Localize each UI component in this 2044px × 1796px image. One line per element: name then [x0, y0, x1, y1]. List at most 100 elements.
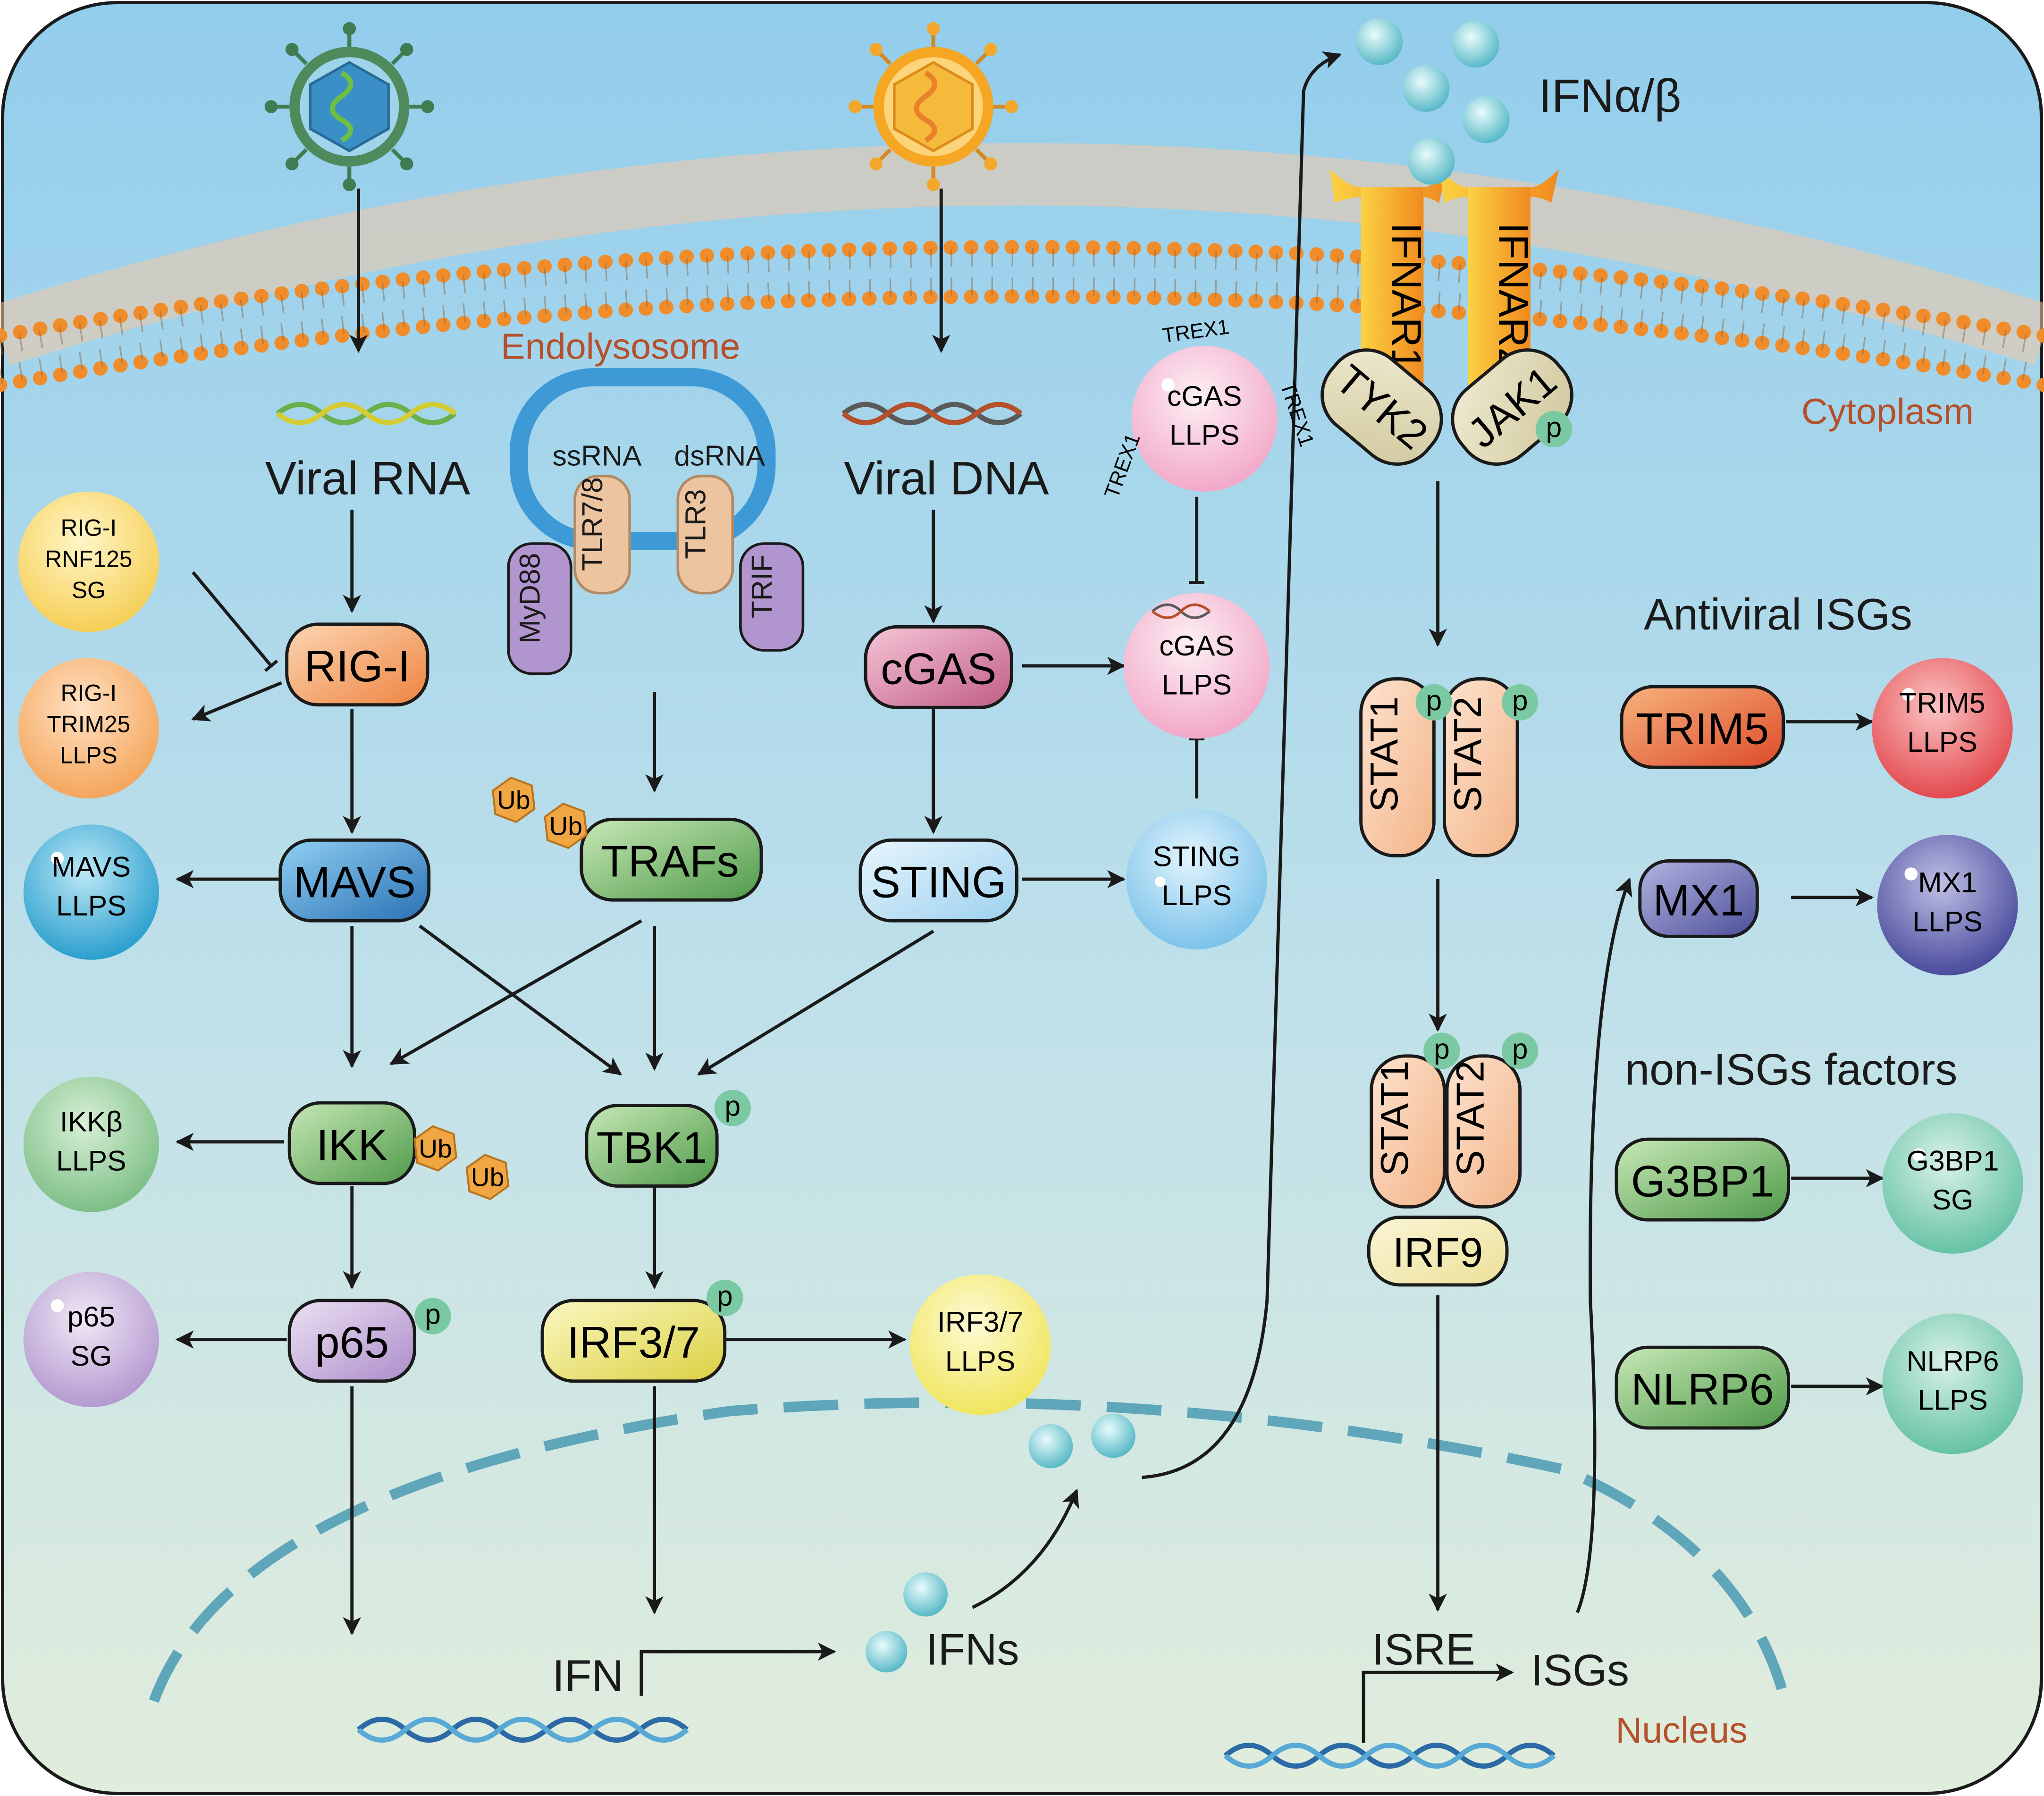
sting-protein: STING — [858, 838, 1018, 923]
svg-text:MyD88: MyD88 — [513, 553, 546, 644]
svg-text:STING: STING — [1153, 840, 1241, 873]
svg-text:LLPS: LLPS — [56, 890, 126, 922]
svg-text:p65: p65 — [67, 1301, 115, 1333]
svg-text:cGAS: cGAS — [1159, 629, 1234, 662]
isre-dna-icon — [1223, 1743, 1556, 1769]
cgas-protein: cGAS — [864, 625, 1013, 709]
svg-text:RIG-I: RIG-I — [304, 641, 410, 691]
stat1-stat2-dimer-upper: STAT1 STAT2 — [1359, 677, 1519, 857]
p65-protein: p65 — [287, 1299, 416, 1383]
svg-text:SG: SG — [1932, 1183, 1974, 1216]
svg-text:RIG-I: RIG-I — [60, 515, 117, 541]
svg-text:p: p — [425, 1298, 441, 1330]
svg-text:STAT2: STAT2 — [1446, 697, 1489, 812]
ifn-gene-dna-icon — [356, 1716, 689, 1743]
svg-text:STAT1: STAT1 — [1362, 697, 1406, 812]
svg-text:TLR7/8: TLR7/8 — [576, 477, 608, 571]
svg-text:G3BP1: G3BP1 — [1907, 1144, 1999, 1176]
ifn-beads — [866, 18, 1510, 1673]
trim5-protein: TRIM5 — [1620, 685, 1785, 769]
trim5-llps-condensate: TRIM5 LLPS — [1872, 658, 2013, 799]
irf9-protein: IRF9 — [1367, 1216, 1509, 1287]
p65-sg-condensate: p65 SG — [23, 1272, 159, 1407]
p65-phospho-badge — [414, 1298, 451, 1334]
non-isgs-label: non-ISGs factors — [1625, 1045, 1958, 1094]
svg-text:SG: SG — [72, 577, 106, 604]
cgas-llps-dna-condensate: cGAS LLPS — [1123, 593, 1270, 739]
svg-text:TRIM5: TRIM5 — [1636, 704, 1769, 754]
svg-text:IRF3/7: IRF3/7 — [567, 1318, 700, 1367]
svg-text:p65: p65 — [315, 1318, 389, 1367]
myd88-adapter: MyD88 — [507, 542, 572, 675]
svg-text:Ub: Ub — [549, 811, 582, 840]
g3bp1-sg-condensate: G3BP1 SG — [1882, 1113, 2023, 1254]
svg-text:G3BP1: G3BP1 — [1631, 1157, 1774, 1206]
svg-text:STAT2: STAT2 — [1448, 1061, 1492, 1176]
g3bp1-protein: G3BP1 — [1615, 1137, 1791, 1222]
dsrna-label: dsRNA — [674, 440, 765, 472]
svg-text:MX1: MX1 — [1918, 866, 1977, 898]
svg-text:IKK: IKK — [316, 1120, 387, 1169]
svg-text:p: p — [1426, 684, 1442, 716]
sting-llps-condensate: STING LLPS — [1126, 809, 1267, 949]
svg-text:cGAS: cGAS — [881, 644, 996, 694]
svg-text:Ub: Ub — [419, 1134, 452, 1163]
mavs-protein: MAVS — [278, 838, 431, 923]
rigi-trim25-llps-condensate: RIG-I TRIM25 LLPS — [18, 658, 159, 799]
isgs-label: ISGs — [1531, 1645, 1629, 1695]
svg-text:NLRP6: NLRP6 — [1631, 1365, 1774, 1414]
svg-text:NLRP6: NLRP6 — [1907, 1345, 1999, 1377]
svg-text:TRIM25: TRIM25 — [47, 711, 130, 738]
viral-rna-label: Viral RNA — [265, 452, 471, 504]
svg-text:p: p — [724, 1090, 740, 1122]
svg-text:IRF9: IRF9 — [1393, 1229, 1483, 1276]
svg-text:TBK1: TBK1 — [597, 1123, 707, 1172]
svg-text:MAVS: MAVS — [294, 857, 416, 907]
svg-text:p: p — [1546, 411, 1562, 443]
svg-text:IFNAR2: IFNAR2 — [1490, 223, 1537, 371]
antiviral-isgs-label: Antiviral ISGs — [1644, 589, 1912, 639]
inhibition-bars — [192, 496, 1205, 799]
irf37-llps-condensate: IRF3/7 LLPS — [909, 1274, 1051, 1415]
svg-text:Ub: Ub — [471, 1163, 505, 1192]
nucleus-label: Nucleus — [1615, 1710, 1747, 1751]
rna-virus-icon — [264, 22, 434, 192]
cell-membrane — [0, 143, 2044, 392]
svg-text:LLPS: LLPS — [60, 742, 118, 769]
tbk1-protein: TBK1 — [585, 1104, 719, 1188]
viral-dna-label: Viral DNA — [844, 452, 1049, 504]
ifns-label: IFNs — [925, 1625, 1019, 1674]
ifn-gene-label: IFN — [552, 1651, 623, 1700]
endolysosome-label: Endolysosome — [501, 327, 740, 367]
svg-text:LLPS: LLPS — [945, 1345, 1016, 1377]
stat1-lower-phospho-badge — [1423, 1032, 1460, 1069]
tlr78-receptor: TLR7/8 — [573, 474, 631, 595]
endolysosome-compartment — [509, 368, 776, 550]
nuclear-envelope — [149, 1397, 1791, 1705]
svg-text:cGAS: cGAS — [1167, 380, 1242, 412]
svg-text:STAT1: STAT1 — [1372, 1061, 1416, 1176]
svg-text:LLPS: LLPS — [1161, 669, 1232, 701]
nlrp6-protein: NLRP6 — [1615, 1345, 1791, 1430]
pathway-arrows — [175, 51, 1884, 1743]
viral-dna-helix-icon — [841, 402, 1023, 426]
svg-text:IKKβ: IKKβ — [60, 1106, 123, 1138]
svg-text:Ub: Ub — [497, 785, 530, 814]
phospho-badges: p p p p p p p p — [414, 411, 1573, 1334]
ssrna-label: ssRNA — [553, 440, 642, 472]
ikk-protein: IKK — [287, 1101, 416, 1185]
svg-text:MAVS: MAVS — [52, 851, 131, 883]
mx1-llps-condensate: MX1 LLPS — [1877, 835, 2018, 975]
ifn-ab-label: IFNα/β — [1539, 70, 1681, 122]
svg-text:p: p — [1512, 1032, 1528, 1065]
jak1-phospho-badge — [1535, 411, 1573, 448]
svg-text:LLPS: LLPS — [1169, 419, 1240, 451]
svg-text:TRIF: TRIF — [746, 555, 778, 619]
stat1-upper-phospho-badge — [1415, 684, 1452, 721]
irf37-phospho-badge — [707, 1279, 743, 1317]
svg-text:IRF3/7: IRF3/7 — [937, 1306, 1023, 1338]
irf37-protein: IRF3/7 — [540, 1299, 727, 1383]
svg-text:SG: SG — [70, 1340, 112, 1372]
svg-text:LLPS: LLPS — [1918, 1384, 1988, 1416]
